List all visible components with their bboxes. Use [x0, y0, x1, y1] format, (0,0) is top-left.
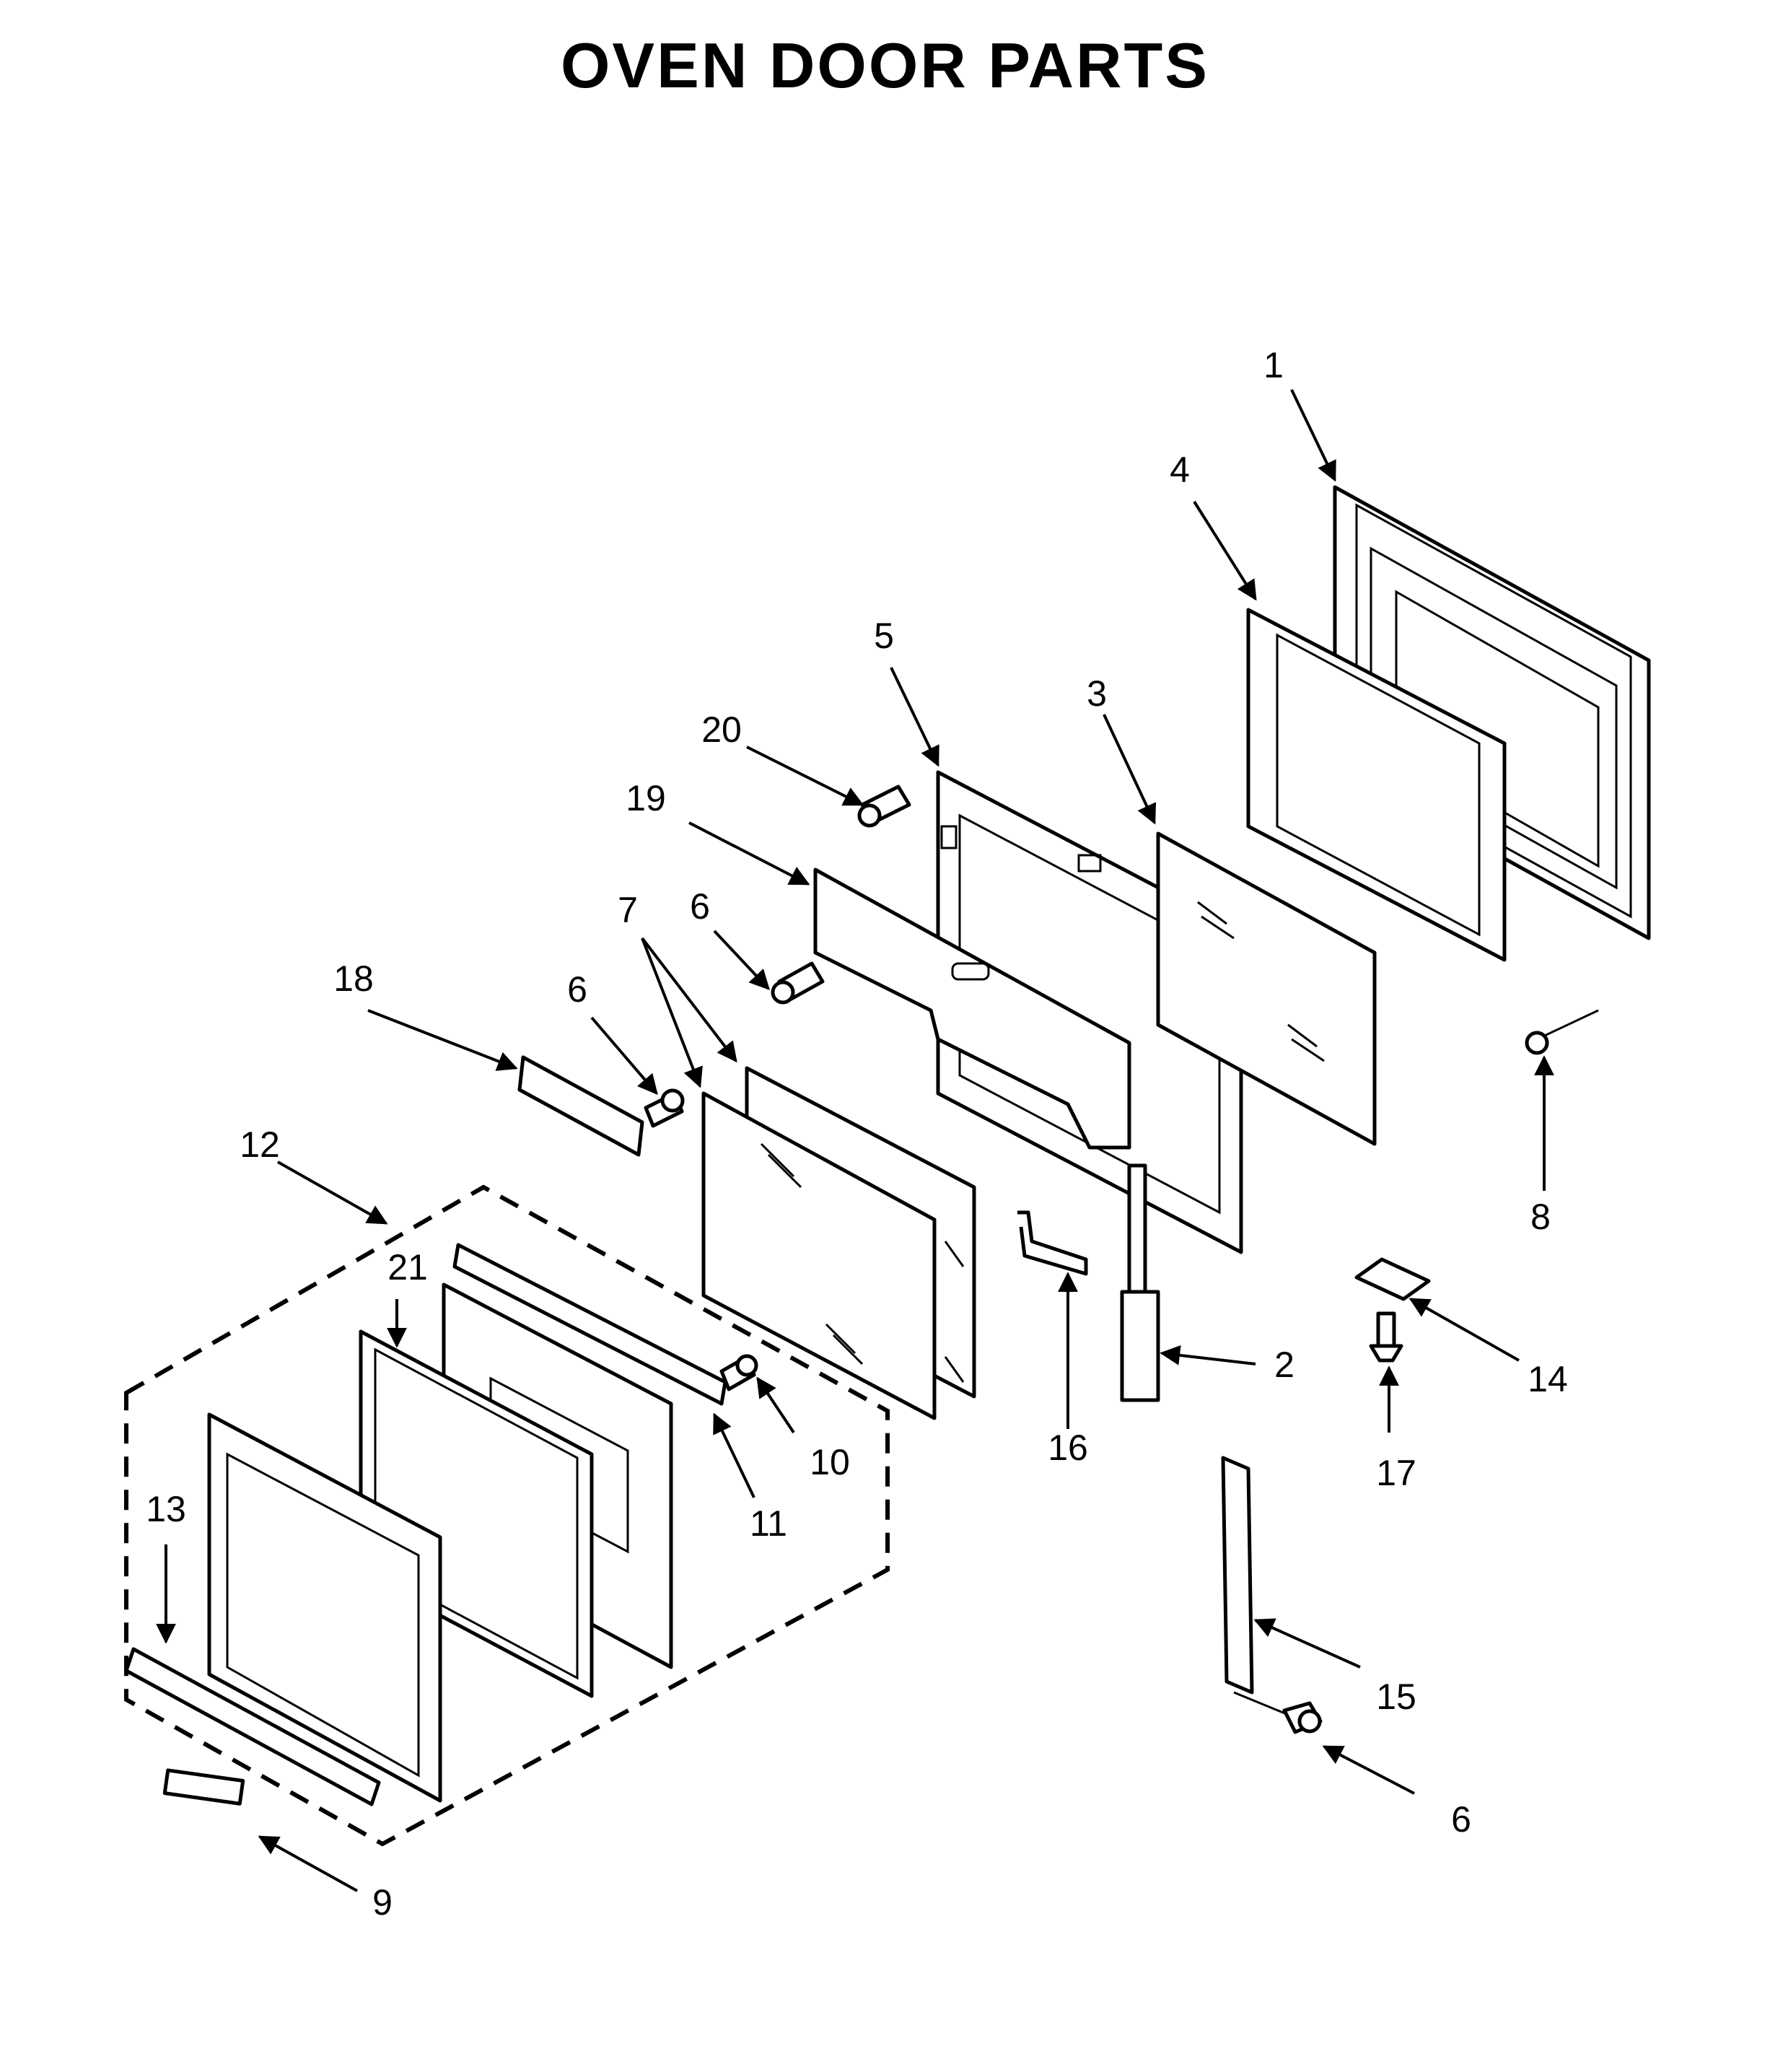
part-10-screw[interactable] — [719, 1354, 758, 1391]
part-20-screw[interactable] — [857, 784, 911, 828]
callout-7: 7 — [618, 890, 638, 930]
callout-8: 8 — [1530, 1197, 1551, 1237]
callout-1: 1 — [1263, 345, 1284, 385]
part-7-outer-glass-panels[interactable] — [701, 1066, 976, 1420]
part-4-door-gasket[interactable] — [1246, 608, 1507, 962]
part-1-door-liner[interactable] — [1333, 485, 1651, 940]
part-6-screw-lower[interactable] — [1282, 1701, 1323, 1734]
part-3-inner-glass[interactable] — [1156, 831, 1377, 1146]
callout-6-middle: 6 — [567, 969, 587, 1010]
part-14-hinge-receiver[interactable] — [1354, 1257, 1431, 1301]
callout-11: 11 — [750, 1503, 787, 1544]
page-title: OVEN DOOR PARTS — [560, 30, 1209, 101]
callout-12: 12 — [240, 1124, 280, 1165]
part-21-inner-frame[interactable] — [359, 1329, 594, 1698]
callout-16: 16 — [1048, 1428, 1088, 1468]
callout-3: 3 — [1087, 673, 1107, 714]
part-8-screw[interactable] — [1525, 1009, 1599, 1055]
part-18-bracket[interactable] — [517, 1055, 644, 1157]
part-9-badge[interactable] — [162, 1768, 245, 1806]
callout-labels: 1 2 3 4 5 6 6 6 7 8 9 10 11 12 13 14 15 … — [146, 345, 1568, 1923]
callout-18: 18 — [333, 958, 374, 999]
part-12-outer-door-assembly[interactable] — [124, 1184, 890, 1847]
part-13-handle[interactable] — [124, 1647, 381, 1806]
part-6-screw-middle[interactable] — [644, 1088, 685, 1128]
part-11-trim[interactable] — [452, 1243, 727, 1406]
callout-5: 5 — [874, 616, 894, 656]
part-2-hinge[interactable] — [1120, 1163, 1160, 1402]
callout-21: 21 — [387, 1247, 428, 1288]
part-17-screw[interactable] — [1369, 1311, 1403, 1363]
callout-6-upper: 6 — [690, 886, 710, 927]
callout-10: 10 — [810, 1442, 850, 1482]
callout-6-lower: 6 — [1451, 1799, 1471, 1840]
part-19-heat-shield[interactable] — [813, 867, 1131, 1150]
callout-4: 4 — [1170, 450, 1190, 490]
callout-15: 15 — [1376, 1677, 1416, 1717]
callout-9: 9 — [372, 1882, 393, 1923]
part-16-clip[interactable] — [1017, 1210, 1088, 1276]
callout-2: 2 — [1274, 1345, 1294, 1385]
callout-14: 14 — [1528, 1359, 1568, 1399]
callout-17: 17 — [1376, 1453, 1416, 1493]
callout-20: 20 — [701, 709, 742, 750]
part-15-hinge-bar[interactable] — [1221, 1456, 1296, 1719]
part-6-screw-upper[interactable] — [771, 961, 825, 1005]
callout-19: 19 — [626, 778, 666, 818]
callout-13: 13 — [146, 1489, 186, 1529]
leader-lines — [156, 389, 1554, 1892]
